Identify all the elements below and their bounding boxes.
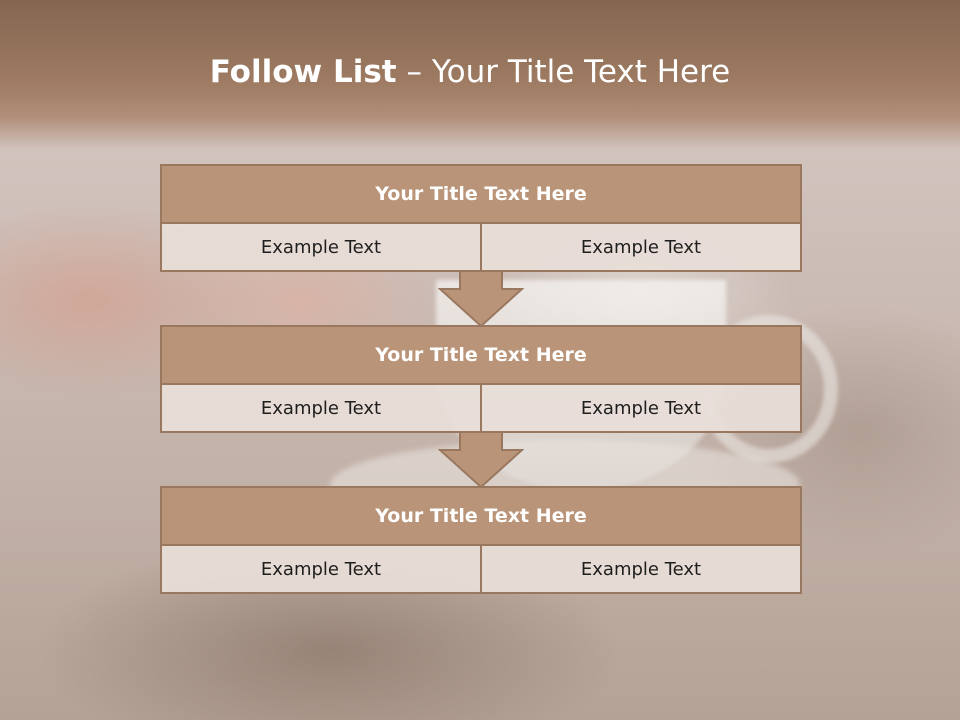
block-cells: Example Text Example Text: [162, 546, 800, 592]
block-title: Your Title Text Here: [162, 166, 800, 224]
block-cell-left: Example Text: [162, 546, 480, 592]
list-block-3: Your Title Text Here Example Text Exampl…: [160, 486, 802, 594]
list-block-2: Your Title Text Here Example Text Exampl…: [160, 325, 802, 433]
header-band: [0, 0, 960, 150]
block-cell-right: Example Text: [480, 385, 800, 431]
block-title: Your Title Text Here: [162, 327, 800, 385]
block-cells: Example Text Example Text: [162, 385, 800, 431]
slide-title-rest: – Your Title Text Here: [396, 54, 731, 90]
down-arrow-icon: [438, 432, 524, 488]
block-cell-right: Example Text: [480, 546, 800, 592]
slide-title: Follow List – Your Title Text Here: [0, 54, 940, 90]
block-cell-right: Example Text: [480, 224, 800, 270]
block-cell-left: Example Text: [162, 385, 480, 431]
block-cells: Example Text Example Text: [162, 224, 800, 270]
block-cell-left: Example Text: [162, 224, 480, 270]
block-title: Your Title Text Here: [162, 488, 800, 546]
down-arrow-icon: [438, 271, 524, 327]
list-block-1: Your Title Text Here Example Text Exampl…: [160, 164, 802, 272]
slide-title-bold: Follow List: [209, 54, 397, 90]
